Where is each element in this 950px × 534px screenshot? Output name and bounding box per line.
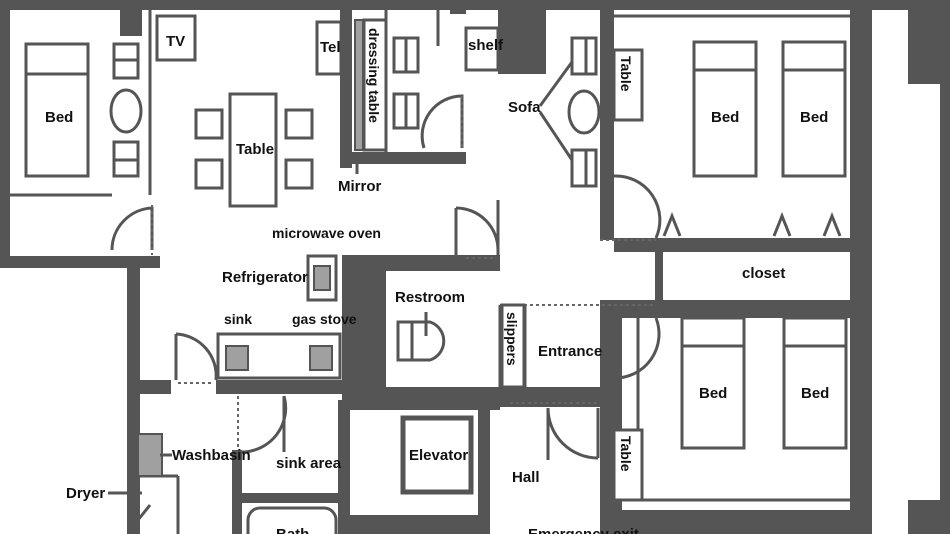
bathtub — [246, 506, 338, 534]
restroom-label: Restroom — [395, 289, 465, 306]
bed-right-4-label: Bed — [801, 385, 829, 402]
dryer-label: Dryer — [66, 485, 105, 502]
tel-label: Tel — [320, 39, 341, 56]
table-right-bottom — [612, 428, 644, 502]
thresholds — [151, 96, 656, 450]
chair-2 — [194, 158, 224, 190]
shelf — [464, 26, 500, 72]
bed-left — [24, 42, 90, 178]
table-right-top-label: Table — [618, 56, 634, 92]
bed-right-3-label: Bed — [699, 385, 727, 402]
chair-1 — [194, 108, 224, 140]
sofa-round-table — [567, 89, 601, 135]
table-right-top — [612, 48, 644, 122]
microwave-label: microwave oven — [272, 225, 381, 241]
sink-area-label: sink area — [276, 455, 342, 472]
round-side-table — [109, 88, 143, 134]
toilet-icon — [396, 320, 446, 362]
chair-4 — [284, 158, 314, 190]
tv-label: TV — [166, 33, 185, 50]
sofa-seat-top — [570, 36, 598, 76]
elevator-label: Elevator — [409, 447, 468, 464]
mirror-label: Mirror — [338, 178, 382, 195]
bed-left-label: Bed — [45, 109, 73, 126]
refrigerator-label: Refrigerator — [222, 269, 308, 286]
doors — [110, 94, 662, 521]
table-right-bottom-label: Table — [618, 436, 634, 472]
tv-cabinet — [155, 14, 197, 62]
bed-right-2 — [781, 40, 847, 178]
chair-3 — [284, 108, 314, 140]
hanger-icons — [662, 211, 842, 237]
sofa-seat-bottom — [570, 148, 598, 188]
slippers-rack — [500, 303, 526, 389]
hall-label: Hall — [512, 469, 540, 486]
sofa-label: Sofa — [508, 99, 541, 116]
gas-stove-label: gas stove — [292, 311, 357, 327]
slippers-label: slippers — [504, 312, 520, 366]
microwave-oven — [313, 265, 331, 291]
gas-stove — [309, 345, 333, 371]
bath-label: Bath — [276, 526, 309, 534]
washbasin — [137, 433, 163, 477]
emergency-exit-label: Emergency exit — [528, 526, 639, 534]
washbasin-label: Washbasin — [172, 447, 251, 464]
bed-right-3 — [680, 316, 746, 450]
bed-right-1 — [692, 40, 758, 178]
dressing-table-label: dressing table — [366, 28, 382, 123]
dining-table — [228, 92, 278, 208]
dressing-table — [362, 18, 388, 152]
bed-right-4 — [782, 316, 848, 450]
bed-right-2-label: Bed — [800, 109, 828, 126]
shelf-label: shelf — [468, 37, 504, 54]
sink-basin — [225, 345, 249, 371]
tel-stand — [315, 20, 343, 76]
closet-label: closet — [742, 265, 785, 282]
dining-table-label: Table — [236, 141, 274, 158]
mirror — [354, 19, 364, 151]
entrance-label: Entrance — [538, 343, 602, 360]
bed-right-1-label: Bed — [711, 109, 739, 126]
elevator — [400, 415, 474, 495]
sink-label: sink — [224, 311, 252, 327]
